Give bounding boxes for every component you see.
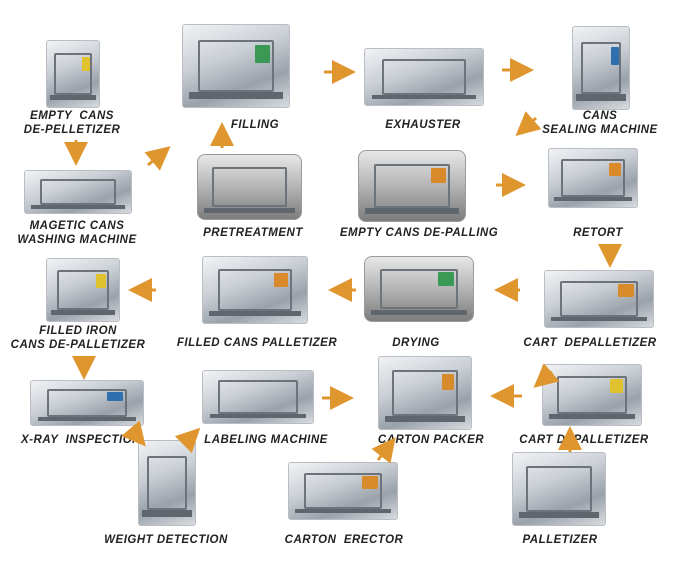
- pretreatment-image: [197, 154, 302, 220]
- cart-depalletizer-2-image: [542, 364, 642, 426]
- empty-cans-depalletizer-image: [46, 40, 100, 108]
- palletizer-label: PALLETIZER: [522, 534, 598, 546]
- carton-erector-label: CARTON ERECTOR: [284, 534, 404, 546]
- arrow-washing-to-filling: [144, 146, 171, 171]
- empty-cans-depalling-image: [358, 150, 466, 222]
- xray-image: [30, 380, 144, 426]
- empty-cans-depalletizer-label: EMPTY CANS DE-PELLETIZER: [23, 110, 121, 136]
- cart-depalletizer-1-label: CART DEPALLETIZER: [523, 337, 657, 349]
- palletizer-image: [512, 452, 606, 526]
- labeling-image: [202, 370, 314, 424]
- retort-label: RETORT: [573, 227, 623, 239]
- filling-image: [182, 24, 290, 108]
- magetic-cans-label: MAGETIC CANS WASHING MACHINE: [17, 220, 137, 246]
- cart-depalletizer-2-label: CART DEPALLETIZER: [519, 434, 649, 446]
- retort-image: [548, 148, 638, 208]
- carton-erector-image: [288, 462, 398, 520]
- arrow-sealing-down: [515, 111, 542, 136]
- pretreatment-label: PRETREATMENT: [203, 227, 303, 239]
- filled-iron-label: FILLED IRON CANS DE-PALLETIZER: [10, 325, 146, 351]
- cans-sealing-image: [572, 26, 630, 110]
- filled-cans-palletizer-label: FILLED CANS PALLETIZER: [176, 337, 338, 349]
- xray-label: X-RAY INSPECTION: [21, 434, 141, 446]
- cart-depalletizer-1-image: [544, 270, 654, 328]
- weight-image: [138, 440, 196, 526]
- exhauster-image: [364, 48, 484, 106]
- drying-image: [364, 256, 474, 322]
- magetic-cans-image: [24, 170, 132, 214]
- carton-packer-label: CARTON PACKER: [377, 434, 485, 446]
- weight-label: WEIGHT DETECTION: [104, 534, 228, 546]
- filled-iron-image: [46, 258, 120, 322]
- carton-packer-image: [378, 356, 472, 430]
- drying-label: DRYING: [392, 337, 440, 349]
- labeling-label: LABELING MACHINE: [204, 434, 328, 446]
- cans-sealing-label: CANS SEALING MACHINE: [542, 110, 658, 136]
- empty-cans-depalling-label: EMPTY CANS DE-PALLING: [339, 227, 499, 239]
- exhauster-label: EXHAUSTER: [385, 119, 461, 131]
- filled-cans-palletizer-image: [202, 256, 308, 324]
- filling-label: FILLING: [230, 119, 280, 131]
